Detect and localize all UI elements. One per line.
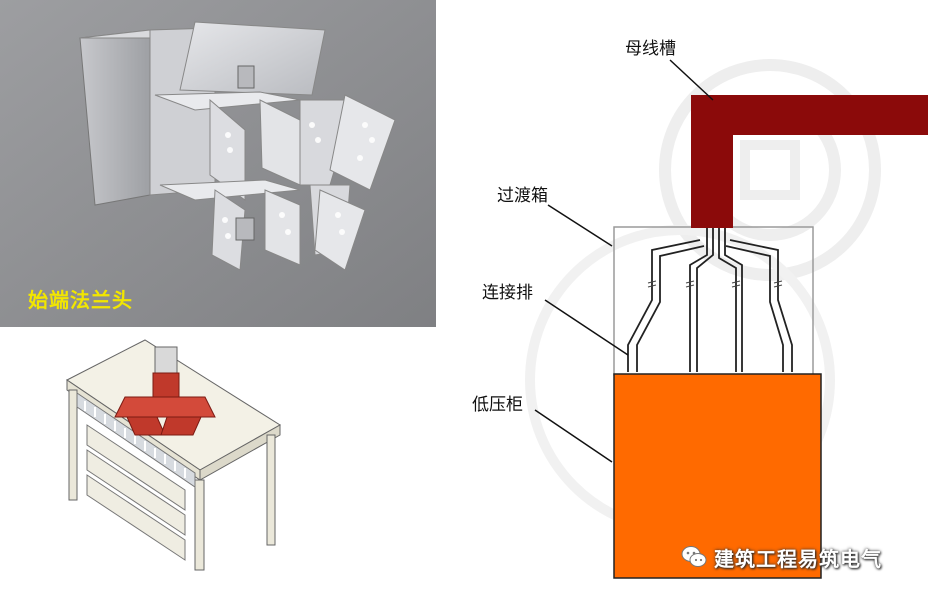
watermark: 建筑工程易筑电气	[680, 541, 882, 573]
wechat-icon	[681, 546, 707, 567]
cabinet-isometric-sketch	[66, 339, 281, 571]
transition-box-label: 过渡箱	[497, 186, 548, 206]
flange-head-photo: 始端法兰头	[0, 0, 436, 327]
busway-shape	[691, 95, 928, 228]
photo-caption: 始端法兰头	[28, 288, 133, 312]
lv-cabinet-shape	[613, 373, 822, 579]
watermark-text: 建筑工程易筑电气	[714, 546, 882, 571]
leader-lines	[534, 59, 714, 463]
flange-head-illustration	[0, 0, 436, 327]
lv-cabinet-label: 低压柜	[472, 395, 523, 415]
busway-label: 母线槽	[625, 39, 676, 59]
busway-connection-diagram	[534, 59, 928, 579]
connection-bar-label: 连接排	[482, 283, 533, 303]
connection-bars	[627, 228, 793, 372]
